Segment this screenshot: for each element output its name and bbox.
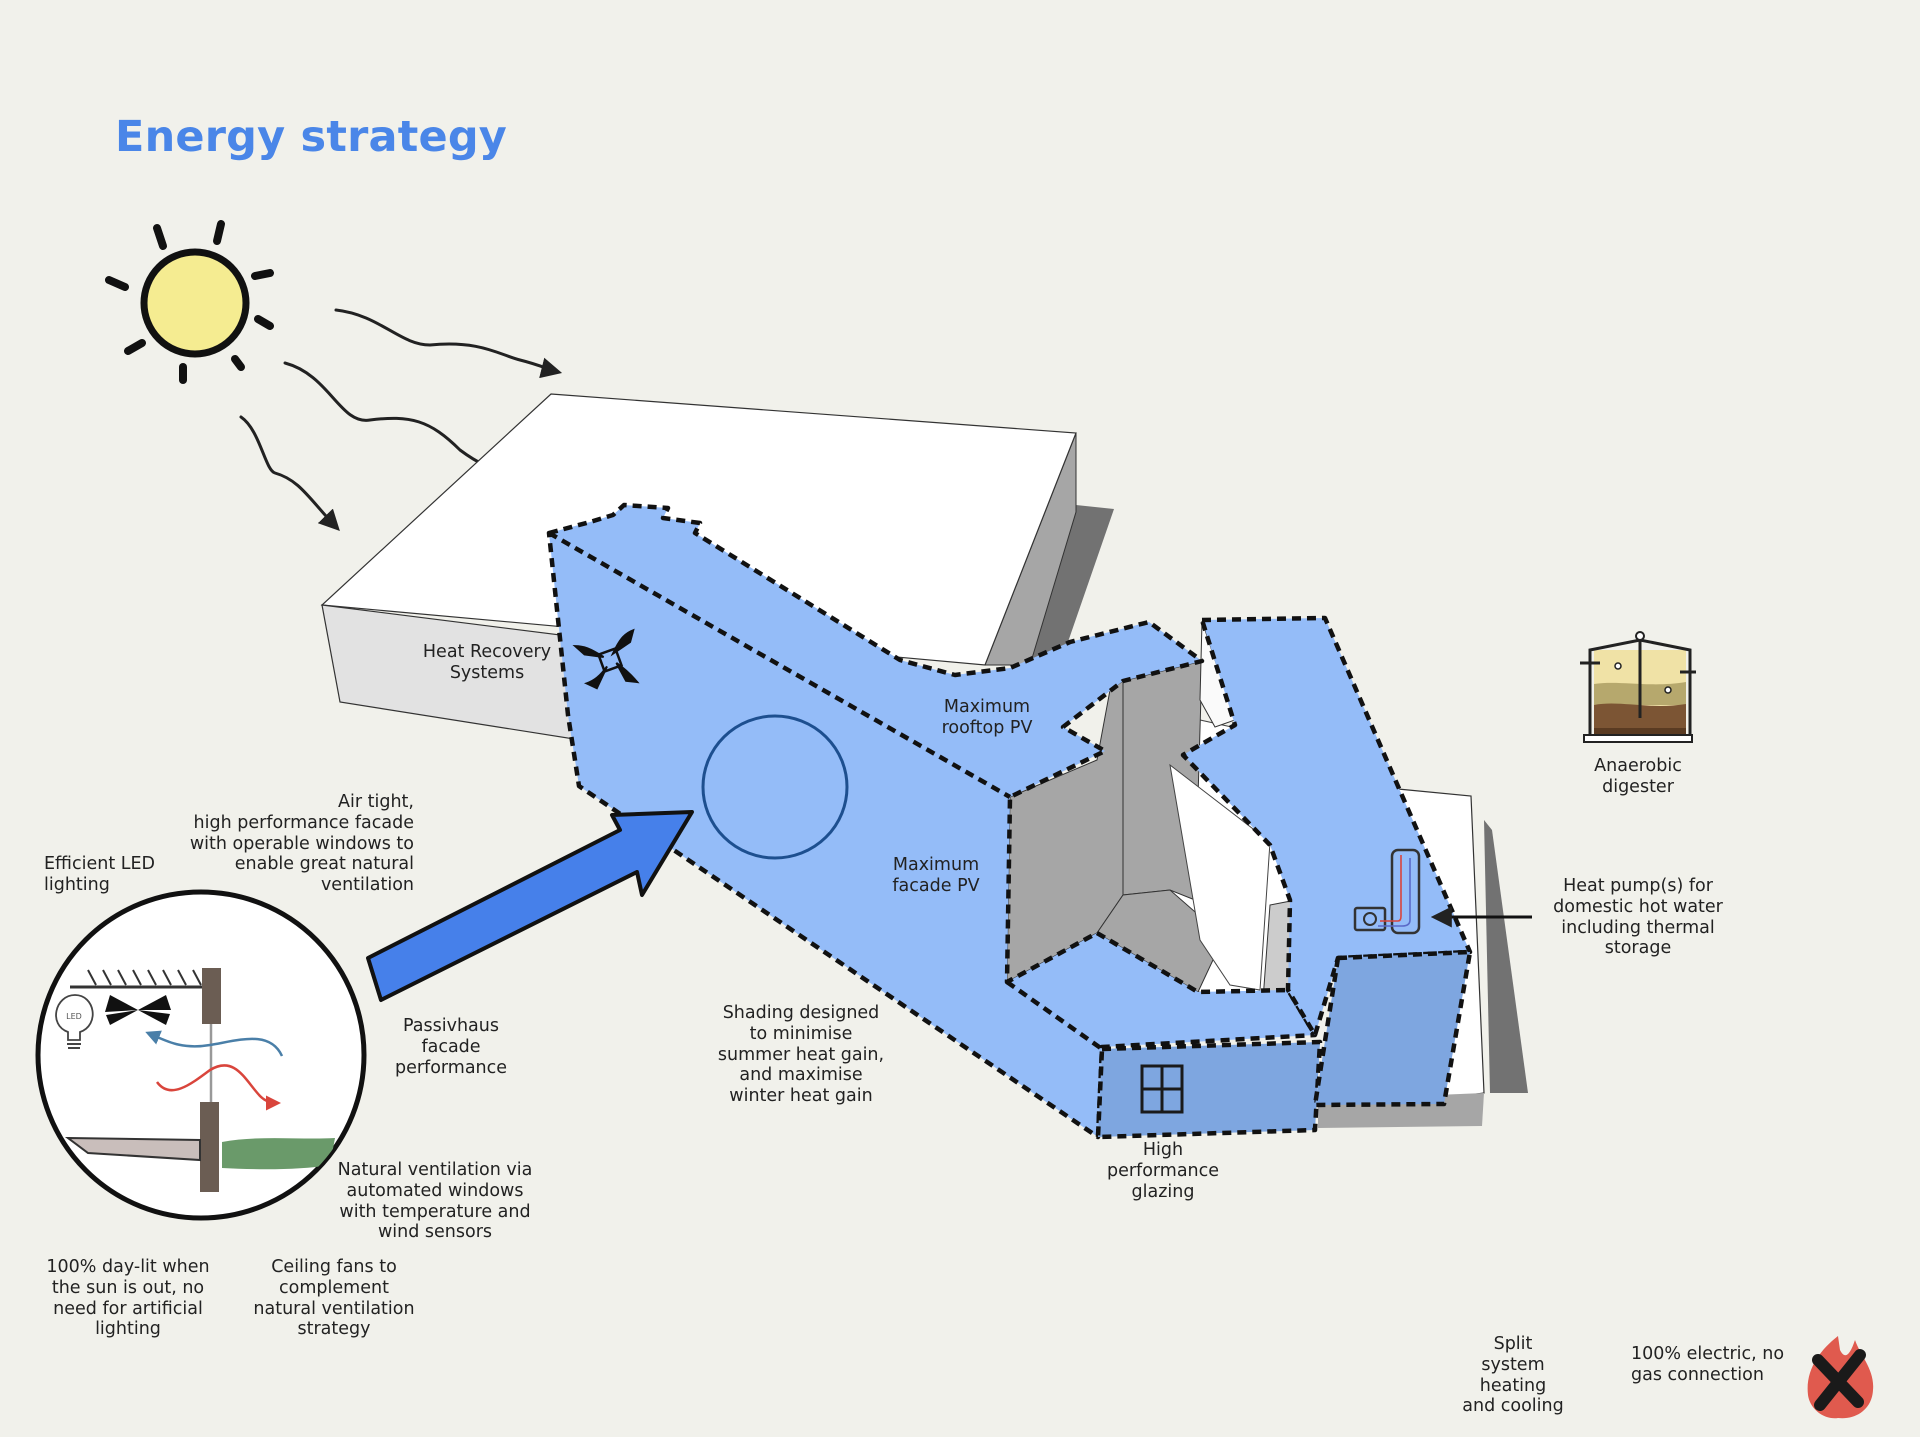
label-split-system: Split system heating and cooling — [1462, 1334, 1564, 1417]
label-led-lighting: Efficient LED lighting — [44, 854, 156, 895]
ceiling-fan-icon — [105, 995, 171, 1025]
right-block-shadow — [1484, 820, 1528, 1093]
label-heat-pump: Heat pump(s) for domestic hot water incl… — [1553, 876, 1723, 959]
label-natural-ventilation: Natural ventilation via automated window… — [337, 1160, 533, 1243]
label-all-electric: 100% electric, no gas connection — [1631, 1344, 1785, 1385]
no-gas-flame-icon — [1807, 1336, 1874, 1419]
right-wing-pv-surface — [1180, 615, 1473, 1038]
heat-recovery-fan-icon — [572, 628, 640, 690]
page-title: Energy strategy — [115, 112, 508, 162]
ventilation-inset: LED — [35, 889, 367, 1221]
label-ceiling-fans: Ceiling fans to complement natural venti… — [253, 1257, 415, 1340]
label-air-tight-facade: Air tight, high performance facade with … — [189, 792, 414, 896]
label-anaerobic-digester: Anaerobic digester — [1594, 756, 1682, 797]
label-rooftop-pv: Maximum rooftop PV — [941, 697, 1033, 738]
label-shading: Shading designed to minimise summer heat… — [717, 1003, 885, 1107]
led-bulb-icon: LED — [55, 994, 94, 1049]
solar-ray-3 — [239, 415, 340, 532]
anaerobic-digester-icon — [1580, 631, 1696, 743]
solar-ray-2 — [283, 361, 510, 479]
back-block-shadow — [1030, 505, 1114, 665]
label-heat-recovery: Heat Recovery Systems — [422, 642, 552, 683]
solar-ray-1 — [334, 308, 563, 379]
right-wing-facade — [1312, 949, 1473, 1108]
facade-wall-upper — [202, 968, 221, 1024]
sun-icon — [105, 220, 274, 384]
window-icon — [1140, 1064, 1184, 1114]
ventilation-arrow — [366, 810, 694, 1002]
warm-air-flow-arrow — [155, 1064, 281, 1111]
grass — [222, 1138, 335, 1170]
led-text: LED — [66, 1012, 82, 1021]
facade-wall-lower — [200, 1102, 219, 1192]
roof-ridge-line — [547, 531, 1012, 799]
main-wing-pv-surface — [546, 502, 1318, 1140]
label-daylit: 100% day-lit when the sun is out, no nee… — [46, 1257, 210, 1340]
label-glazing: High performance glazing — [1106, 1140, 1220, 1202]
cool-air-flow-arrow — [145, 1030, 284, 1057]
front-box-facade — [1095, 1039, 1323, 1140]
heat-pump-icon — [1353, 848, 1421, 935]
label-passivhaus: Passivhaus facade performance — [394, 1016, 508, 1078]
building-massing — [320, 393, 1528, 1140]
facade-pv-circle — [701, 714, 849, 860]
label-facade-pv: Maximum facade PV — [892, 855, 980, 896]
